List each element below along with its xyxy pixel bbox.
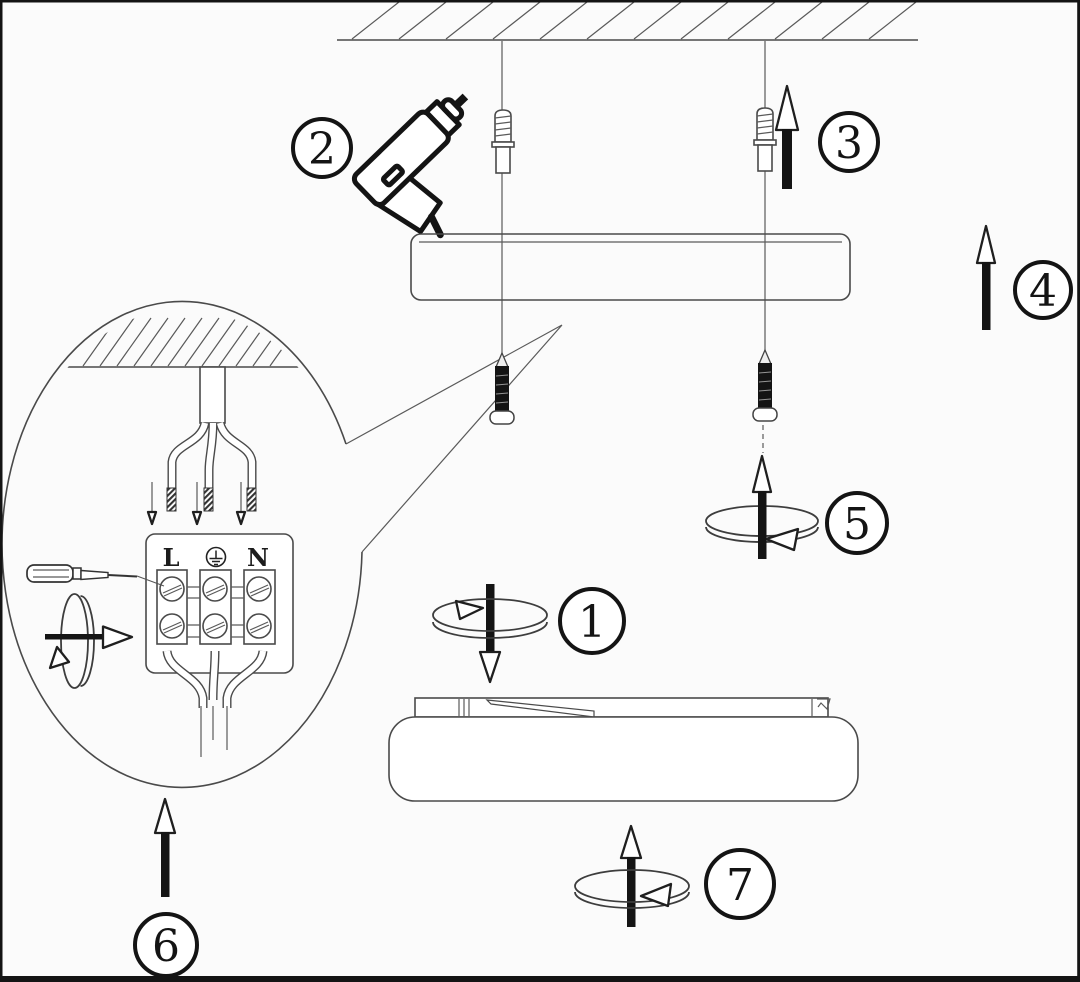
screw-right [752, 348, 778, 422]
step-badge-4: 4 [1013, 260, 1073, 320]
lamp-rotation-icon-step7 [574, 824, 690, 927]
step-number: 6 [152, 921, 180, 972]
live-terminal-label: L [163, 543, 180, 572]
push-up-arrow-step6 [153, 797, 177, 897]
terminal-block: L N [145, 533, 294, 757]
push-up-arrow-step3 [774, 84, 800, 189]
inset-circle [1, 300, 363, 789]
stripped-wire-end [246, 487, 257, 512]
terminal-screws [159, 576, 272, 639]
step-number: 7 [726, 860, 754, 911]
lamp-rotation-icon-step1 [432, 584, 548, 684]
lamp-bracket [414, 697, 829, 718]
ceiling-hatch-strokes [351, 1, 917, 40]
step-number: 3 [835, 118, 863, 169]
callout-lines [345, 324, 563, 553]
earth-symbol-icon [205, 546, 227, 568]
wiring-inset: L N [1, 300, 363, 789]
step-number: 1 [578, 597, 606, 648]
stripped-wire-end [203, 487, 214, 512]
screw-rotation-icon-step5 [705, 425, 819, 559]
ceiling-hatch [337, 1, 918, 41]
screwdriver-icon [26, 564, 165, 587]
step-badge-2: 2 [291, 117, 353, 179]
wall-anchor-left [491, 109, 515, 174]
push-up-arrow-step4 [975, 224, 997, 330]
step-number: 4 [1029, 266, 1057, 317]
rotate-arrow-icon-inset [45, 593, 134, 689]
step-number: 5 [843, 499, 871, 550]
bracket-hook [817, 698, 831, 711]
neutral-terminal-label: N [247, 543, 269, 572]
lamp-diffuser [388, 716, 859, 802]
supply-cable [199, 366, 226, 424]
step-badge-3: 3 [818, 111, 880, 173]
step-badge-6: 6 [133, 912, 199, 978]
screw-left [489, 351, 515, 425]
step-number: 2 [308, 124, 336, 175]
stripped-wire-end [166, 487, 177, 512]
inset-ceiling [63, 317, 305, 368]
drill-icon [351, 93, 469, 239]
supply-wires [166, 421, 257, 512]
step-badge-7: 7 [704, 848, 776, 920]
mounting-plate [410, 233, 851, 301]
outgoing-wires [162, 649, 268, 757]
step-badge-5: 5 [825, 491, 889, 555]
step-badge-1: 1 [558, 587, 626, 655]
insert-down-arrows [146, 482, 247, 526]
wall-anchor-right [753, 107, 777, 172]
lamp-assembly [388, 697, 859, 802]
